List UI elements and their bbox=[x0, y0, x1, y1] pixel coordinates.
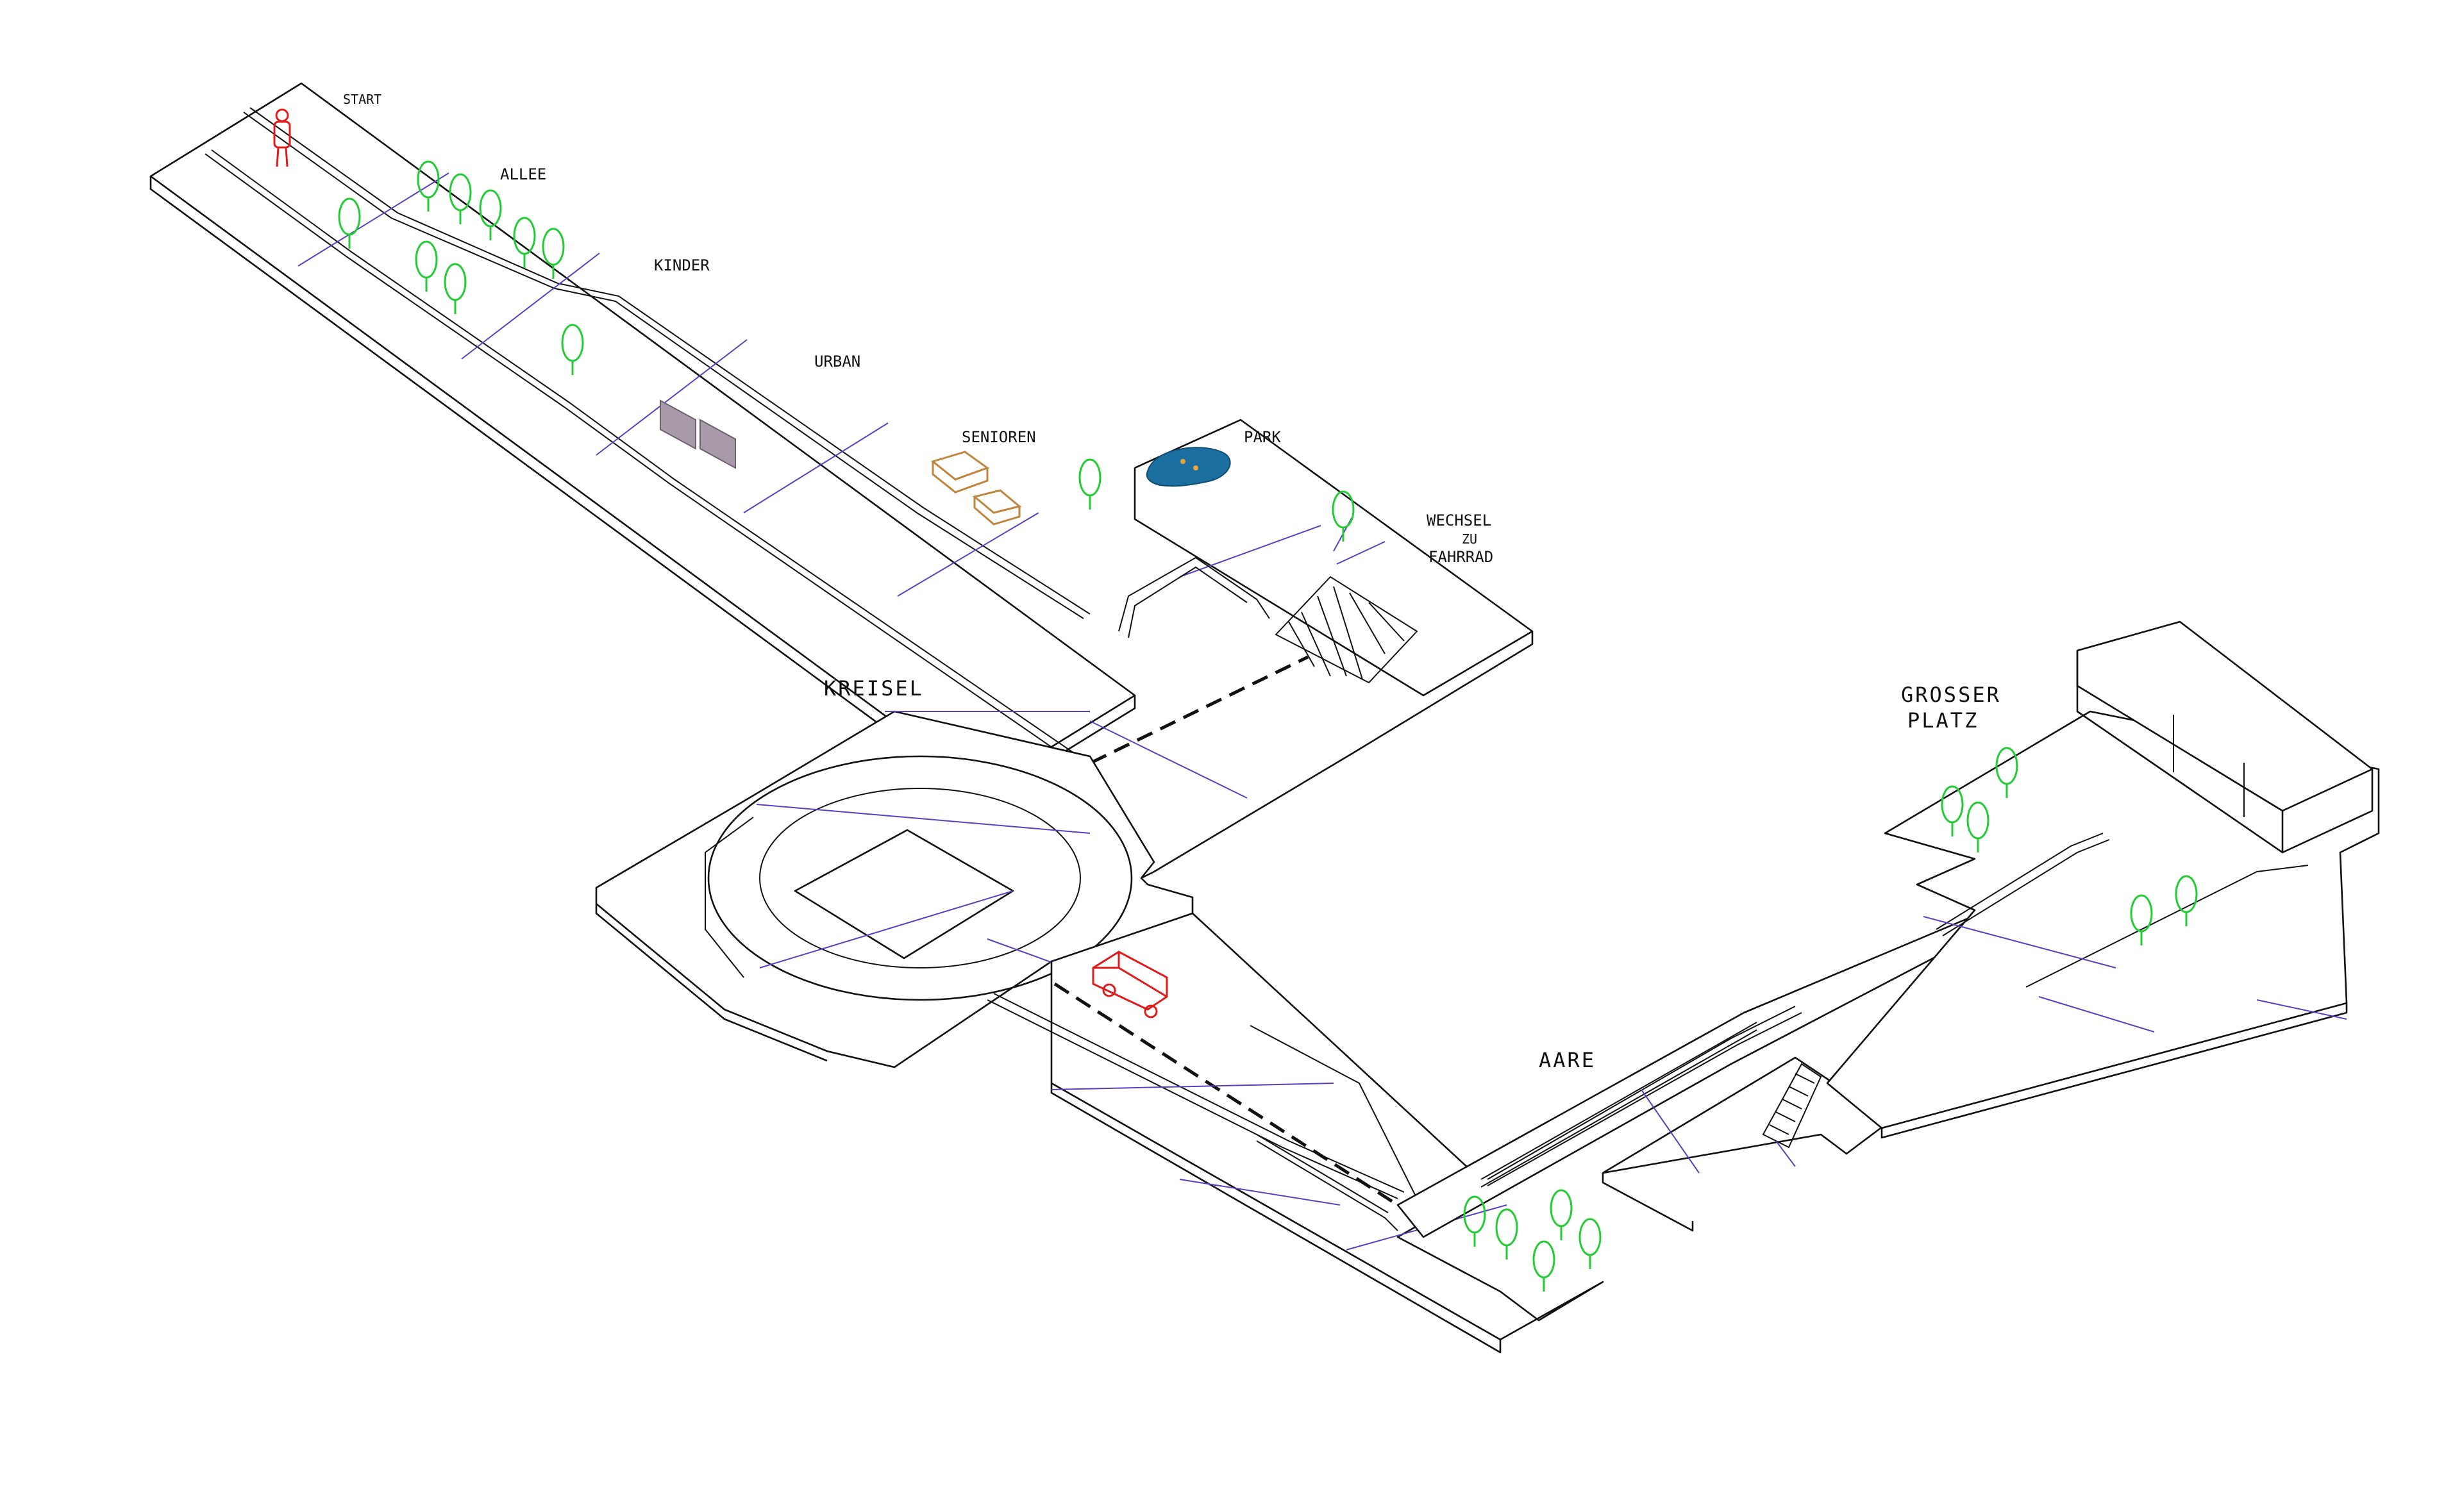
label-kinder: KINDER bbox=[654, 256, 710, 274]
tree-icon bbox=[542, 228, 565, 279]
bench-icon bbox=[930, 451, 1022, 526]
label-aare: AARE bbox=[1539, 1048, 1596, 1072]
crossing-stripes bbox=[1275, 576, 1418, 684]
trees bbox=[338, 160, 2198, 1292]
person-icon bbox=[273, 108, 291, 167]
label-kreisel: KREISEL bbox=[824, 676, 924, 701]
label-allee: ALLEE bbox=[500, 165, 546, 183]
upper-path-platform bbox=[149, 82, 1136, 802]
label-wechsel-line2: ZU bbox=[1462, 531, 1477, 547]
tree-icon bbox=[1532, 1240, 1555, 1292]
stairs-icon bbox=[1762, 1063, 1822, 1149]
aare-bridge bbox=[1396, 909, 2002, 1238]
label-grosser-line1: GROSSER bbox=[1901, 683, 2001, 707]
pond-icon bbox=[1146, 447, 1231, 487]
park-platform bbox=[1134, 419, 1534, 754]
tree-icon bbox=[479, 189, 502, 240]
label-wechsel-line1: WECHSEL bbox=[1427, 511, 1491, 529]
tree-icon bbox=[1332, 490, 1355, 542]
tree-icon bbox=[444, 263, 467, 314]
main-road bbox=[987, 912, 1604, 1354]
label-senioren: SENIOREN bbox=[962, 428, 1036, 446]
label-grosser-line2: PLATZ bbox=[1907, 708, 1979, 733]
tree-icon bbox=[1995, 747, 2018, 798]
tree-icon bbox=[561, 324, 584, 375]
tree-icon bbox=[2175, 875, 2198, 926]
tree-icon bbox=[417, 160, 440, 212]
tree-icon bbox=[1463, 1195, 1486, 1247]
tree-icon bbox=[1495, 1208, 1518, 1259]
building-block bbox=[2076, 620, 2374, 854]
tree-icon bbox=[1550, 1189, 1573, 1240]
car-icon bbox=[1092, 951, 1168, 1018]
tree-icon bbox=[1579, 1218, 1602, 1269]
tree-icon bbox=[2130, 894, 2153, 945]
sign-board-icon bbox=[660, 399, 736, 469]
kreisel-roundabout bbox=[595, 710, 1194, 1068]
tree-icon bbox=[1078, 458, 1101, 510]
tree-icon bbox=[513, 217, 536, 268]
tree-icon bbox=[415, 240, 438, 292]
label-start: START bbox=[343, 92, 381, 107]
label-urban: URBAN bbox=[814, 353, 860, 370]
tree-icon bbox=[449, 173, 472, 224]
tree-icon bbox=[1941, 785, 1964, 836]
label-park: PARK bbox=[1244, 428, 1281, 446]
tree-icon bbox=[338, 197, 361, 249]
label-wechsel-line3: FAHRRAD bbox=[1428, 548, 1493, 566]
tree-icon bbox=[1966, 801, 1989, 852]
grosser-platz bbox=[1826, 620, 2380, 1139]
